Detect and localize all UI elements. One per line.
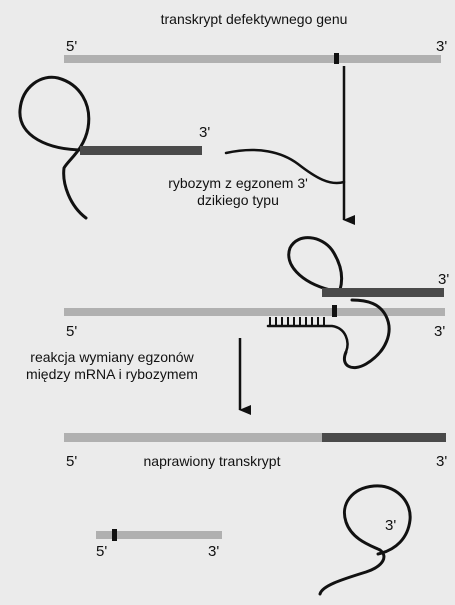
released-defective-exon-5-end-label: 5' — [96, 543, 107, 560]
repaired-transcript-wild-type-exon — [322, 433, 446, 442]
target-transcript-5-end-label: 5' — [66, 323, 77, 340]
released-defective-exon-mutation-mark — [112, 529, 117, 541]
target-transcript-strand — [64, 308, 445, 316]
bound-ribozyme-wild-type-exon — [322, 288, 444, 297]
defective-transcript-strand — [64, 55, 441, 63]
ribozyme-exon-3-end-label: 3' — [199, 124, 210, 141]
defective-transcript-3-end-label: 3' — [436, 38, 447, 55]
bound-ribozyme-3-end-label: 3' — [438, 271, 449, 288]
ribozyme-wild-type-exon — [80, 146, 202, 155]
released-ribozyme-3-end-label: 3' — [385, 517, 396, 534]
exchange-label-line-1: reakcja wymiany egzonów — [30, 349, 194, 365]
ribozyme-label-line-2: dzikiego typu — [197, 192, 279, 208]
exchange-label-line-2: między mRNA i rybozymem — [26, 366, 198, 382]
target-transcript-3-end-label: 3' — [434, 323, 445, 340]
defective-transcript-5-end-label: 5' — [66, 38, 77, 55]
repaired-transcript-strand — [64, 433, 322, 442]
defective-transcript-mutation-mark — [334, 53, 339, 64]
target-transcript-mutation-mark — [332, 305, 337, 317]
repaired-transcript-5-end-label: 5' — [66, 453, 77, 470]
title-defective-transcript: transkrypt defektywnego genu — [161, 11, 348, 27]
released-defective-exon-3-end-label: 3' — [208, 543, 219, 560]
ribozyme-label-line-1: rybozym z egzonem 3' — [168, 175, 308, 191]
repaired-transcript-3-end-label: 3' — [436, 453, 447, 470]
repaired-transcript-label: naprawiony transkrypt — [144, 453, 281, 469]
